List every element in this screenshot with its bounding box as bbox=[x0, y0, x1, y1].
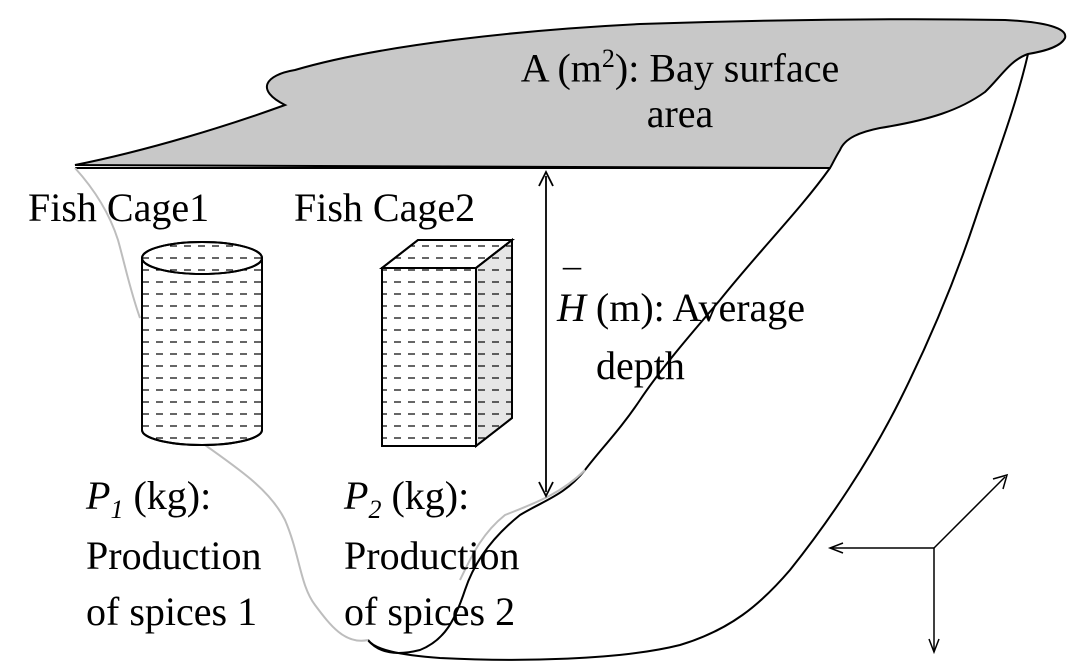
average-depth-label: H ¯ (m): Average bbox=[557, 263, 806, 331]
cage-1-production-line3: of spices 1 bbox=[86, 589, 258, 635]
cage-1-production-line2: Production bbox=[86, 533, 262, 579]
bay-area-line1: A (m2): Bay surface bbox=[480, 44, 880, 91]
cage-2-production-line3: of spices 2 bbox=[344, 589, 516, 635]
cage-2-production-label: P2 (kg): Production of spices 2 bbox=[344, 468, 520, 640]
cage-2-subscript: 2 bbox=[368, 495, 382, 524]
cage-2-production-line2: Production bbox=[344, 533, 520, 579]
cage-2-var: P bbox=[344, 473, 369, 518]
right-shore-line bbox=[459, 469, 586, 581]
cage-1-unit: (kg): bbox=[123, 473, 212, 518]
average-depth-line2: depth bbox=[596, 343, 685, 388]
fish-cage-2-title: Fish Cage2 bbox=[294, 185, 476, 230]
bay-surface bbox=[74, 18, 1067, 170]
bay-area-line2: area bbox=[646, 91, 714, 137]
coordinate-axes bbox=[827, 473, 1009, 655]
depth-line1-suffix: (m): Average bbox=[585, 285, 806, 330]
cage-1-production-label: P1 (kg): Production of spices 1 bbox=[86, 468, 262, 640]
cage-2-unit: (kg): bbox=[381, 473, 470, 518]
fish-cage-1-cylinder bbox=[141, 241, 263, 446]
bay-area-prefix: A (m bbox=[520, 45, 602, 91]
cage-2-production-line1: P2 (kg): bbox=[344, 468, 520, 528]
cage-1-subscript: 1 bbox=[110, 495, 124, 524]
bay-area-label: A (m2): Bay surface area bbox=[480, 44, 880, 137]
bay-side-outline bbox=[367, 53, 1029, 661]
depth-arrow bbox=[538, 169, 554, 499]
cage-1-var: P bbox=[86, 473, 111, 518]
depth-symbol: H bbox=[557, 285, 586, 330]
fish-cage-2-box bbox=[379, 237, 515, 449]
left-shore-line bbox=[74, 167, 369, 642]
depth-overbar: ¯ bbox=[563, 263, 581, 303]
bay-area-exponent: 2 bbox=[601, 44, 615, 73]
cage-1-production-line1: P1 (kg): bbox=[86, 468, 262, 528]
bay-area-suffix: ): Bay surface bbox=[614, 45, 840, 91]
fish-cage-1-title: Fish Cage1 bbox=[28, 185, 210, 230]
